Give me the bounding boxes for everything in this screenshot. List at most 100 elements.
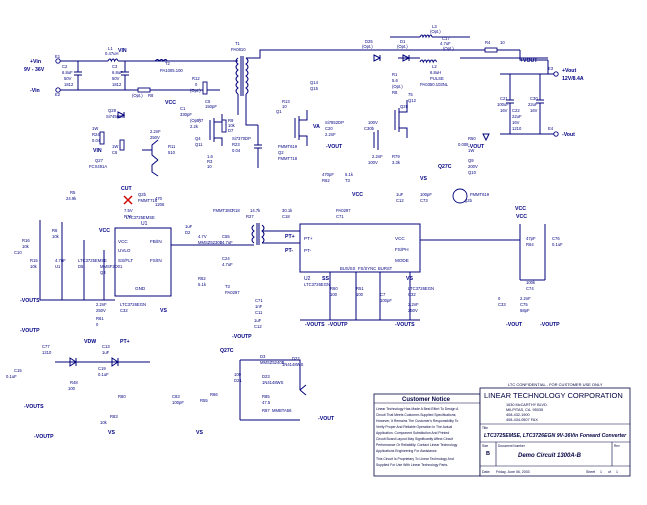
- c20-ref: FMMT619: [278, 144, 298, 149]
- c21-val: 100uF: [497, 102, 509, 107]
- c2-volt: 50V: [64, 76, 72, 81]
- voutp-net-4: -VOUTP: [540, 322, 560, 328]
- c71-ref: 30.1k: [282, 208, 293, 213]
- cut-x-icon: [123, 195, 133, 205]
- vout-neg-label: -Vout: [562, 132, 575, 138]
- rev-label: Rev: [614, 444, 620, 448]
- r64-ref: R60: [330, 286, 338, 291]
- r66-val: C12: [396, 198, 404, 203]
- d5-ref: Q27: [95, 158, 104, 163]
- resistor-r12: [202, 81, 208, 95]
- chip-u1: [114, 227, 172, 297]
- diode-d7: [117, 111, 126, 119]
- of-label: of: [608, 470, 611, 474]
- l2-val: 6.8uH: [430, 70, 441, 75]
- right-feedback-section: 47pF R64 100k C74 C76 0.1uF 2.2nF C75 68…: [420, 214, 563, 328]
- c20-volt: FMMT718: [278, 156, 298, 161]
- c78-val: 250V: [408, 308, 418, 313]
- drawing-title: LTC3725EMSE, LTC3726EGN 9V-36Vin Forward…: [484, 433, 627, 439]
- zener-d9: [482, 133, 490, 142]
- r60-val: 4.7uF: [222, 262, 233, 267]
- c22-val: 22uF: [512, 114, 522, 119]
- t3-ref: 14.7k: [250, 208, 261, 213]
- output-section: D25 (Opt.) D1 (Opt.) L3 (Opt.) C17 4.7uF…: [246, 24, 584, 219]
- r90-val: MMSZ5240B: [260, 360, 285, 365]
- r50-ref: Si7852DP: [325, 120, 344, 125]
- c5-ref: C5: [205, 99, 211, 104]
- vin-net-label: VIN: [118, 48, 127, 54]
- u1-pin-ssflt: SS/FLT: [118, 258, 133, 263]
- resistor-r3: [119, 139, 125, 151]
- c3-ref: C3: [112, 64, 118, 69]
- notice-line-2: Circuit That Meets Customer-Supplied Spe…: [376, 413, 456, 417]
- transformer-t3: [251, 223, 265, 245]
- right-wiring: [420, 224, 546, 281]
- r91-val: 1N4148WS: [262, 380, 284, 385]
- c36-ref: C83: [172, 394, 180, 399]
- c12-val: MMSZ5230B: [198, 240, 223, 245]
- d3-ref: C15: [14, 368, 22, 373]
- q3-ref: R5: [70, 190, 76, 195]
- r67-val: 250V: [96, 308, 106, 313]
- q14-part: Q1: [276, 109, 282, 114]
- r11-val: R24: [92, 132, 100, 137]
- r6-val: FMMT718: [138, 198, 158, 203]
- d21-part: 1210: [42, 350, 52, 355]
- r4-ref: R4: [485, 40, 491, 45]
- c55-val: U1: [55, 264, 61, 269]
- notice-line-1: Linear Technology Has Made A Best Effort…: [376, 407, 459, 411]
- r94-ref: R87: [262, 408, 270, 413]
- vcc-net-label-4: VCC: [99, 228, 110, 234]
- d21-ref: C77: [42, 344, 50, 349]
- r18-ref: R6: [52, 228, 58, 233]
- u2-pin-mode: MODE: [395, 258, 409, 263]
- notice-line-10: Supplied For Use With Linear Technology …: [376, 463, 448, 467]
- c32-volt: C11: [255, 310, 263, 315]
- r64-val: 100: [330, 292, 338, 297]
- l2-mfr: PULSE: [430, 76, 444, 81]
- r16-val: R76: [124, 214, 132, 219]
- transformer-t2: [154, 59, 168, 62]
- c3-volt: 50V: [112, 76, 120, 81]
- secondary-top-rail: [246, 49, 548, 61]
- r65-val: C32: [120, 308, 128, 313]
- r3-val: C6: [112, 150, 118, 155]
- d1-ref: D1: [400, 39, 406, 44]
- c9-val: R3: [207, 159, 213, 164]
- u1-pin-fbin: FB/IN: [150, 239, 162, 244]
- t2-part: PA1005.100: [160, 68, 183, 73]
- r1-ref: R1: [392, 72, 398, 77]
- r80-val: R62: [322, 178, 330, 183]
- vin-range-label: 9V - 36V: [24, 67, 45, 73]
- q36-part: 1N4148WS: [282, 362, 304, 367]
- c13-ref: C76: [552, 236, 560, 241]
- vout-minus-net-3: -VOUT: [506, 322, 523, 328]
- customer-notice: Customer Notice Linear Technology Has Ma…: [373, 393, 481, 477]
- c74-val: 100: [356, 292, 364, 297]
- vouts-net-2: -VOUTS: [305, 322, 325, 328]
- r76-val: 200V: [468, 164, 478, 169]
- d2-part: C10: [14, 250, 22, 255]
- notice-line-8: Applications Engineering For Assistance.: [376, 449, 437, 453]
- q34-ref: R48: [70, 380, 78, 385]
- ss-net-label: SS: [322, 276, 329, 282]
- r6-ref: Q2b: [138, 192, 147, 197]
- c2-pkg: 1812: [64, 82, 74, 87]
- d23-part: 1uF: [102, 350, 110, 355]
- notice-line-5: Application. Component Substitution And …: [376, 431, 449, 435]
- pt-plus-net: PT+: [285, 234, 295, 240]
- u2-bottom-wiring: [300, 272, 420, 321]
- c16-ref: Si7370DP: [232, 136, 251, 141]
- c21-volt: 16V: [500, 108, 508, 113]
- u2-pin-pt-plus: PT+: [304, 236, 313, 241]
- u1-left-wiring: [39, 220, 115, 301]
- r79-ref: Q14: [310, 80, 319, 85]
- u1-ref: U1: [141, 221, 148, 227]
- c5-val: 150pF: [205, 104, 217, 109]
- c75-val: 100pF: [380, 298, 392, 303]
- notice-title: Customer Notice: [402, 397, 451, 403]
- company-phone: 408-432-1900: [506, 413, 530, 417]
- primary-switch-section: T1 PA0810 R12 0 (Opt.) C5 150pF Q28 Si74…: [92, 41, 344, 177]
